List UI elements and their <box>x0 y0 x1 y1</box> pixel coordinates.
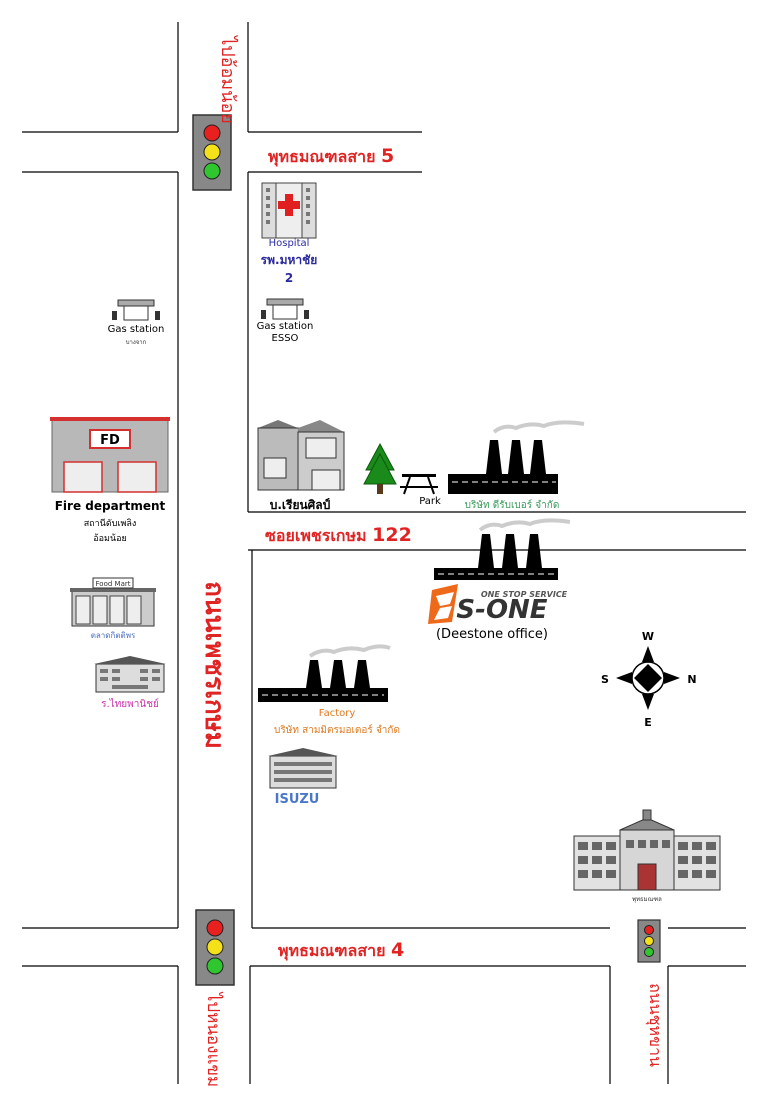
deestone-office-label: (Deestone office) <box>436 627 548 642</box>
tree-icon <box>363 442 397 494</box>
compass-s: S <box>601 673 609 686</box>
factory-label: Factory <box>319 708 356 719</box>
deestone-office-factory-icon <box>434 518 571 580</box>
fire-department-sub1: สถานีดับเพลิง <box>84 518 137 529</box>
side-road-label: ถนนชุหขาน <box>645 983 665 1067</box>
hospital-icon <box>261 182 317 239</box>
road-soi-label: ซอยเพชรเกษม 122 <box>265 524 412 546</box>
s-one-logo-icon <box>428 584 458 624</box>
north-direction-label: ไปอ้อมน้อย <box>217 34 239 124</box>
s-one-logo-text: S-ONE <box>456 595 547 625</box>
hospital-label: Hospital <box>269 238 310 249</box>
road-putthamonthon5-label: พุทธมณฑลสาย 5 <box>268 145 394 167</box>
school-building-icon <box>94 656 166 693</box>
school-label: ร.ไทยพานิชย์ <box>101 698 159 710</box>
house-icon <box>257 420 345 491</box>
fire-department-label: Fire department <box>55 499 166 513</box>
s-one-tagline: ONE STOP SERVICE <box>481 590 568 599</box>
gas-station-right-label: Gas station <box>257 321 314 332</box>
fd-sign: FD <box>100 433 120 448</box>
isuzu-label: ISUZU <box>275 792 320 807</box>
road-putthamonthon4-label: พุทธมณฑลสาย 4 <box>278 939 404 961</box>
gas-station-left-sub: บางจาก <box>126 339 147 346</box>
large-building-icon <box>573 809 721 891</box>
hospital-name: รพ.มหาชัย <box>261 253 318 267</box>
gas-station-left-icon <box>112 299 160 321</box>
hospital-number: 2 <box>285 271 293 285</box>
main-road-label: ถนนเพชรเกษม <box>199 581 229 749</box>
food-mart-icon <box>70 577 156 627</box>
picnic-table-icon <box>400 474 438 495</box>
house-label: บ.เรียนศิลป์ <box>270 498 331 512</box>
park-label: Park <box>419 496 441 507</box>
south-direction-label: ไปหนองแขม <box>203 991 224 1087</box>
traffic-light-east-icon <box>637 919 661 963</box>
gas-station-right-sub: ESSO <box>272 333 299 344</box>
gas-station-right-icon <box>261 298 309 320</box>
factory-sub: บริษัท สามมิตรมอเตอร์ จำกัด <box>274 724 400 736</box>
factory-icon <box>258 644 391 702</box>
fire-department-icon <box>50 417 170 493</box>
gas-station-left-label: Gas station <box>108 324 165 335</box>
compass-n: N <box>687 673 696 686</box>
isuzu-building-icon <box>268 748 338 789</box>
compass-icon <box>616 646 680 710</box>
road-lines <box>22 22 746 1084</box>
deestone-factory-label: บริษัท ดีรับเบอร์ จำกัด <box>465 499 560 511</box>
traffic-light-north-icon <box>192 114 232 191</box>
deestone-factory-icon <box>448 420 585 494</box>
food-mart-label: ตลาดกิตติพร <box>91 631 136 640</box>
fire-department-sub2: อ้อมน้อย <box>93 533 127 544</box>
compass-e: E <box>644 716 652 729</box>
large-building-label: พุทธมณฑล <box>632 896 662 903</box>
compass-w: W <box>642 630 654 643</box>
food-mart-sign: Food Mart <box>96 580 131 588</box>
traffic-light-south-icon <box>195 909 235 986</box>
